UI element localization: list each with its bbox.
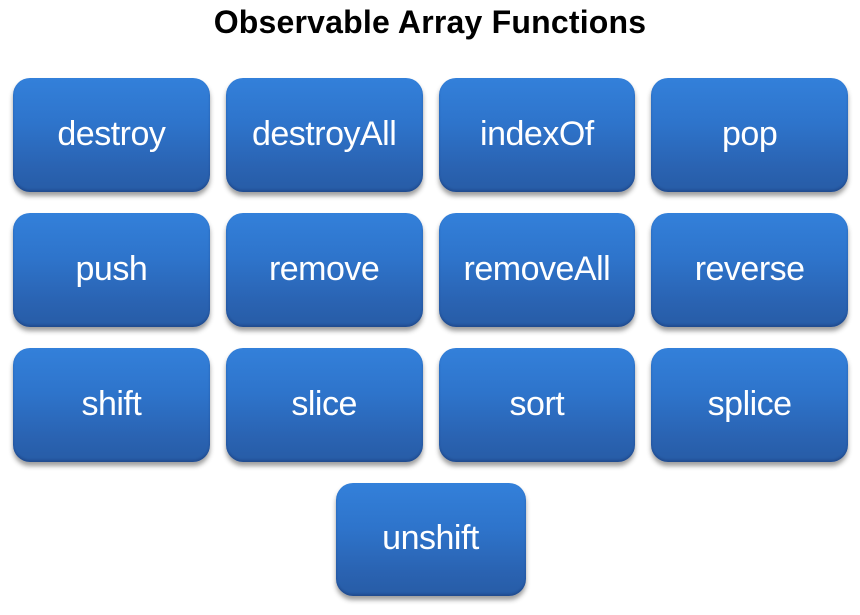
function-label: sort [509,384,565,423]
function-label: unshift [382,519,479,557]
function-box: pop [651,78,848,192]
function-label: remove [268,249,380,288]
diagram-title: Observable Array Functions [213,4,647,40]
function-row-3: shift slice sort splice [13,348,848,462]
function-grid: destroy destroyAll indexOf pop push remo… [0,78,860,596]
function-box: push [13,213,210,327]
function-label: destroy [57,114,166,153]
function-label: slice [291,384,357,423]
function-box: sort [438,348,636,462]
function-box: indexOf [438,78,636,192]
function-box: slice [225,348,423,462]
function-row-2: push remove removeAll reverse [13,213,848,327]
function-label: pop [722,114,778,153]
function-box: splice [651,348,848,462]
function-label: shift [81,384,142,423]
function-label: indexOf [480,114,594,153]
function-label: push [75,249,148,288]
function-row-4: unshift [13,483,848,596]
function-box: reverse [651,213,848,327]
function-label: reverse [694,249,805,288]
function-box: shift [13,348,210,462]
function-label: splice [707,384,792,423]
function-label: removeAll [463,249,611,288]
function-row-1: destroy destroyAll indexOf pop [13,78,848,192]
function-box: destroy [13,78,210,192]
function-label: destroyAll [251,114,397,153]
function-box: removeAll [438,213,636,327]
function-box: unshift [335,483,526,596]
function-box: destroyAll [225,78,423,192]
function-box: remove [225,213,423,327]
